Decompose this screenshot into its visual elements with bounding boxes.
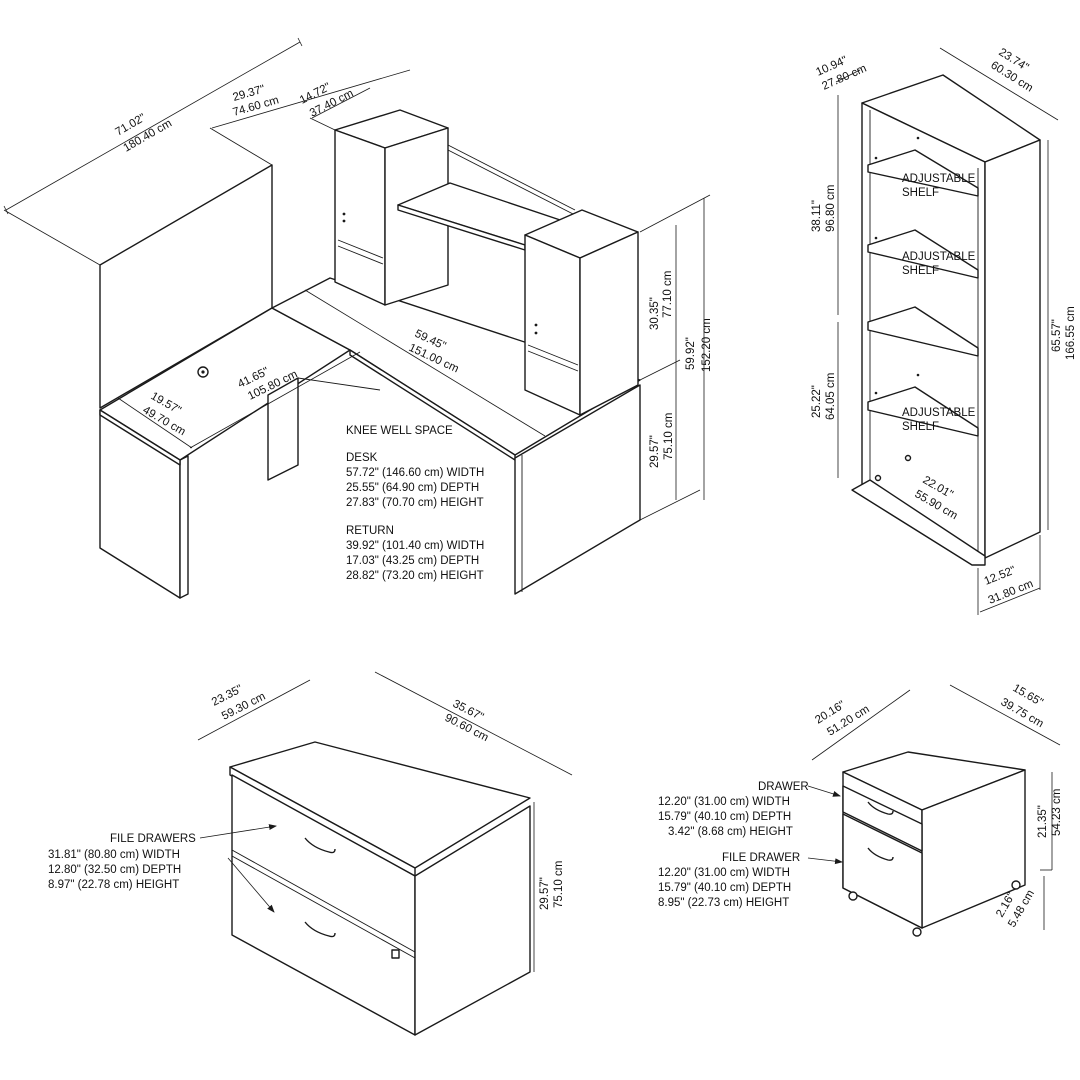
drawer-height-spec: 3.42" (8.68 cm) HEIGHT	[668, 826, 793, 838]
file-drawers-height: 8.97" (22.78 cm) HEIGHT	[48, 879, 179, 891]
bookcase-upper-height-in: 38.11"	[811, 200, 823, 232]
mobile-height-in: 21.35"	[1037, 805, 1049, 838]
desk-height-spec: 27.83" (70.70 cm) HEIGHT	[346, 497, 484, 509]
file-drawer-width-spec: 12.20" (31.00 cm) WIDTH	[658, 867, 790, 879]
lateral-height-in: 29.57"	[539, 877, 551, 910]
hutch-height-cm: 77.10 cm	[662, 271, 674, 318]
bookcase-lower-height-cm: 64.05 cm	[825, 373, 837, 420]
hutch-height-in: 30.35"	[649, 297, 661, 330]
adjustable-shelf-3-line1: ADJUSTABLE	[902, 407, 976, 419]
file-drawers-depth: 12.80" (32.50 cm) DEPTH	[48, 864, 181, 876]
desk-spec-notes: KNEE WELL SPACE DESK 57.72" (146.60 cm) …	[346, 425, 484, 582]
l-desk-drawing	[3, 37, 711, 599]
mobile-height-cm: 54.23 cm	[1051, 789, 1063, 836]
desk-depth-spec: 25.55" (64.90 cm) DEPTH	[346, 482, 479, 494]
total-height-cm: 152.20 cm	[701, 318, 713, 372]
return-depth-spec: 17.03" (43.25 cm) DEPTH	[346, 555, 479, 567]
adjustable-shelf-1-line1: ADJUSTABLE	[902, 173, 976, 185]
file-drawer-title: FILE DRAWER	[722, 852, 800, 864]
file-drawer-height-spec: 8.95" (22.73 cm) HEIGHT	[658, 897, 789, 909]
file-drawers-title: FILE DRAWERS	[110, 833, 196, 845]
desk-width-spec: 57.72" (146.60 cm) WIDTH	[346, 467, 484, 479]
desk-title: DESK	[346, 452, 378, 464]
adjustable-shelf-1-line2: SHELF	[902, 187, 939, 199]
total-height-in: 59.92"	[685, 337, 697, 370]
desk-height-cm: 75.10 cm	[663, 413, 675, 460]
desk-height-in: 29.57"	[649, 435, 661, 468]
lateral-height-cm: 75.10 cm	[553, 861, 565, 908]
adjustable-shelf-2-line1: ADJUSTABLE	[902, 251, 976, 263]
return-width-spec: 39.92" (101.40 cm) WIDTH	[346, 540, 484, 552]
return-title: RETURN	[346, 525, 394, 537]
lateral-file-drawing	[197, 671, 573, 1036]
drawer-depth-spec: 15.79" (40.10 cm) DEPTH	[658, 811, 791, 823]
bookcase-lower-height-in: 25.22"	[811, 385, 823, 418]
drawer-width-spec: 12.20" (31.00 cm) WIDTH	[658, 796, 790, 808]
bookcase-total-height-in: 65.57"	[1051, 319, 1063, 352]
bookcase-drawing	[835, 47, 1059, 615]
bookcase-total-height-cm: 166.55 cm	[1065, 306, 1077, 360]
drawer-title: DRAWER	[758, 781, 809, 793]
mobile-file-drawing	[807, 684, 1061, 937]
bookcase-upper-height-cm: 96.80 cm	[825, 185, 837, 232]
knee-well-label: KNEE WELL SPACE	[346, 425, 453, 437]
file-drawer-depth-spec: 15.79" (40.10 cm) DEPTH	[658, 882, 791, 894]
file-drawers-width: 31.81" (80.80 cm) WIDTH	[48, 849, 180, 861]
adjustable-shelf-3-line2: SHELF	[902, 421, 939, 433]
adjustable-shelf-2-line2: SHELF	[902, 265, 939, 277]
return-height-spec: 28.82" (73.20 cm) HEIGHT	[346, 570, 484, 582]
